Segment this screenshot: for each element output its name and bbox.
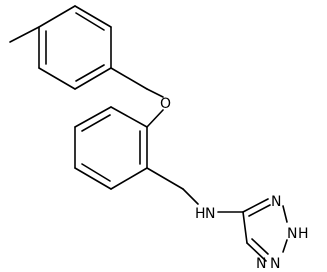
bond-ch2-2 <box>146 167 184 190</box>
atom-tetrazole-n3: N <box>256 256 266 272</box>
atom-tetrazole-n2-hydrogen: H <box>298 226 309 242</box>
atom-tetrazole-n1: N <box>271 194 281 210</box>
bond-ch2-n <box>182 188 199 205</box>
bond-top-ring-2 <box>74 5 112 28</box>
bond-c5-n1 <box>242 198 269 213</box>
bond-top-ring-1 <box>38 5 76 28</box>
bond-n4-c5 <box>242 211 248 244</box>
bond-bot-ring-double-2 <box>81 163 111 182</box>
bond-bot-ring-4 <box>74 167 112 190</box>
atom-tetrazole-n2: N <box>287 226 297 242</box>
bond-n2-n3 <box>282 239 288 253</box>
bond-methyl <box>9 26 40 43</box>
atom-tetrazole-n4: N <box>270 256 280 272</box>
bond-ch2-1 <box>110 67 148 90</box>
bond-top-ring-5 <box>38 67 76 90</box>
bond-top-ring-double-1 <box>75 12 105 31</box>
atom-amine-hydrogen: N <box>205 206 215 222</box>
bond-top-ring-double-2 <box>75 64 105 82</box>
atom-oxygen: O <box>160 96 171 112</box>
bond-bot-ring-5 <box>110 167 148 190</box>
bond-o-ring <box>146 109 164 128</box>
atom-amine-nitrogen: H <box>195 206 206 222</box>
bond-top-ring-4 <box>74 67 112 90</box>
bond-c5-n1-double <box>248 204 271 217</box>
bond-n1-n2 <box>282 205 288 223</box>
bond-ch2-o <box>146 88 164 98</box>
bond-bot-ring-double-1 <box>81 114 111 132</box>
bond-bot-ring-1 <box>110 106 148 128</box>
bond-n3-n4 <box>246 242 267 262</box>
bond-n3-n4-double <box>251 238 269 255</box>
bond-bot-ring-2 <box>74 106 112 128</box>
